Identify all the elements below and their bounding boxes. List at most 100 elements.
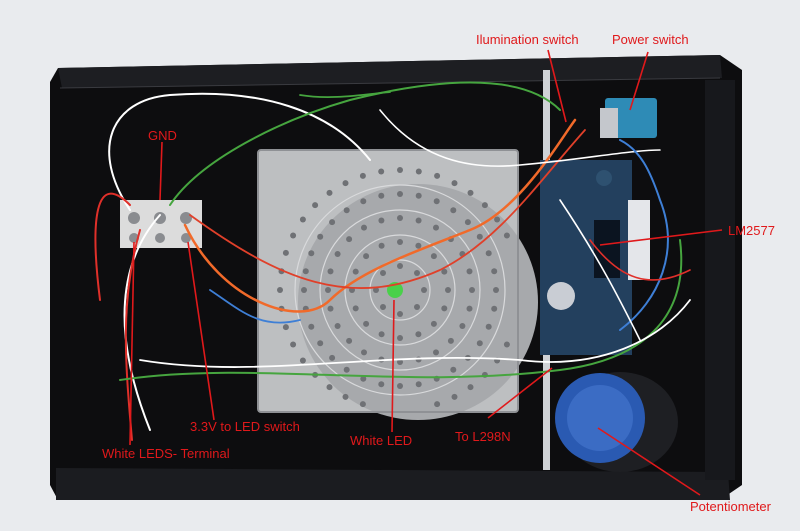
- label-white-leds-terminal: White LEDS- Terminal: [102, 446, 230, 461]
- led-dot: [363, 320, 370, 327]
- led-dot: [380, 304, 386, 310]
- label-potentiometer: Potentiometer: [690, 499, 771, 514]
- led-dot: [491, 305, 498, 312]
- led-dot: [317, 233, 324, 240]
- led-dot: [397, 359, 403, 365]
- led-dot: [415, 331, 422, 338]
- led-dot: [434, 401, 441, 408]
- led-dot: [359, 172, 366, 179]
- led-dot: [360, 198, 367, 205]
- led-dot: [342, 393, 349, 400]
- led-dot: [481, 202, 488, 209]
- led-dot: [450, 366, 457, 373]
- led-dot: [466, 305, 473, 312]
- led-dot: [352, 305, 359, 312]
- led-dot-grid: [277, 167, 510, 408]
- led-dot: [299, 357, 306, 364]
- led-dot: [414, 304, 420, 310]
- led-dot: [441, 305, 448, 312]
- led-dot: [378, 242, 385, 249]
- led-panel: [257, 149, 538, 420]
- led-dot: [342, 180, 349, 187]
- led-dot: [361, 349, 367, 356]
- power-switch: [600, 98, 657, 138]
- led-dot: [378, 217, 385, 224]
- wires: [94, 81, 691, 441]
- led-dot: [346, 236, 353, 243]
- led-dot: [397, 311, 403, 317]
- led-dot: [433, 198, 440, 205]
- led-dot: [308, 250, 315, 257]
- led-dot: [299, 216, 306, 223]
- led-dot: [493, 287, 499, 293]
- led-dot: [397, 167, 403, 173]
- led-dot: [359, 401, 366, 408]
- led-dot: [302, 268, 309, 275]
- led-dot: [434, 172, 441, 179]
- led-dot: [433, 224, 439, 231]
- led-dot: [290, 232, 297, 239]
- led-dot: [414, 270, 420, 276]
- led-dot: [312, 202, 319, 209]
- terminal-block: [120, 200, 202, 248]
- label-ilumination-switch: Ilumination switch: [476, 32, 579, 47]
- led-dot: [308, 323, 315, 330]
- led-dot: [415, 192, 422, 199]
- led-dot: [397, 263, 403, 269]
- led-dot: [466, 268, 473, 275]
- led-dot: [451, 393, 458, 400]
- led-dot: [430, 253, 437, 260]
- led-dot: [361, 224, 367, 231]
- led-dot: [329, 219, 336, 226]
- led-dot: [326, 189, 333, 196]
- led-dot: [445, 287, 451, 293]
- led-dot: [397, 215, 403, 221]
- led-dot: [343, 207, 350, 214]
- led-dot: [503, 232, 510, 239]
- led-dot: [476, 340, 483, 347]
- label-white-led: White LED: [350, 433, 413, 448]
- label-lm2577: LM2577: [728, 223, 775, 238]
- led-dot: [317, 340, 324, 347]
- label-led-switch: 3.3V to LED switch: [190, 419, 300, 434]
- led-dot: [485, 250, 492, 257]
- led-dot: [327, 305, 334, 312]
- led-dot: [451, 180, 458, 187]
- led-dot: [327, 268, 334, 275]
- led-dot: [397, 335, 403, 341]
- led-dot: [447, 337, 454, 344]
- led-dot: [433, 349, 439, 356]
- led-dot: [282, 324, 289, 331]
- label-gnd: GND: [148, 128, 177, 143]
- led-dot: [282, 249, 289, 256]
- led-dot: [373, 287, 379, 293]
- led-dot: [329, 354, 336, 361]
- led-dot: [360, 375, 367, 382]
- led-dot: [378, 331, 385, 338]
- led-dot: [378, 381, 385, 388]
- led-dot: [346, 337, 353, 344]
- led-dot: [343, 366, 350, 373]
- led-dot: [277, 287, 283, 293]
- led-dot: [459, 323, 466, 329]
- led-dot: [450, 207, 457, 214]
- led-dot: [494, 216, 501, 223]
- led-dot: [503, 341, 510, 348]
- led-dot: [415, 217, 422, 224]
- led-dot: [326, 384, 333, 391]
- led-dot: [397, 239, 403, 245]
- led-dot: [378, 192, 385, 199]
- led-dot: [421, 287, 427, 293]
- led-dot: [380, 270, 386, 276]
- led-dot: [415, 242, 422, 249]
- led-dot: [334, 323, 341, 329]
- led-dot: [301, 287, 307, 293]
- led-dot: [467, 189, 474, 196]
- led-dot: [352, 268, 359, 275]
- label-power-switch: Power switch: [612, 32, 689, 47]
- led-dot: [485, 323, 492, 330]
- led-dot: [378, 168, 385, 175]
- led-dot: [469, 287, 475, 293]
